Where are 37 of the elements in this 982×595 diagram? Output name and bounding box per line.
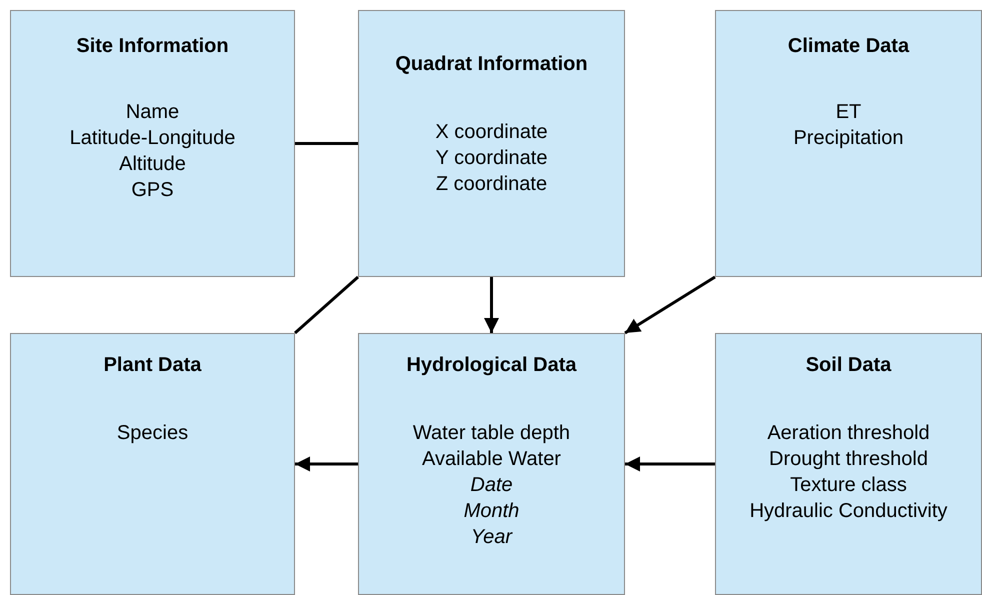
box-heading: Plant Data [102,353,202,378]
box-heading: Soil Data [804,353,892,378]
arrow [624,276,716,334]
field-name: Year [470,525,514,550]
arrow [295,456,358,472]
box-heading: Climate Data [786,34,910,59]
connector-line [294,276,359,334]
field-name: Species [116,421,190,446]
data-box [10,10,295,277]
field-name: Water table depth [412,421,572,446]
field-name: Available Water [421,447,562,472]
field-name: Altitude [118,152,187,177]
field-name: Month [462,499,520,524]
data-box [358,10,625,277]
field-name: Latitude-Longitude [68,126,236,151]
arrow [625,456,715,472]
arrow [484,277,499,333]
field-name: ET [834,100,862,125]
data-box [715,10,982,277]
field-name: X coordinate [434,120,549,145]
field-name: Drought threshold [768,447,929,472]
box-heading: Quadrat Information [394,52,589,77]
box-heading: Site Information [75,34,230,59]
data-box [10,333,295,595]
connector-line [295,142,358,145]
field-name: Texture class [789,473,908,498]
field-name: Y coordinate [434,146,548,171]
field-name: Z coordinate [434,172,548,197]
box-heading: Hydrological Data [405,353,578,378]
field-name: Hydraulic Conductivity [748,499,948,524]
field-name: GPS [130,178,175,203]
field-name: Name [124,100,180,125]
field-name: Precipitation [792,126,905,151]
field-name: Date [469,473,514,498]
data-box [715,333,982,595]
field-name: Aeration threshold [766,421,931,446]
data-box [358,333,625,595]
